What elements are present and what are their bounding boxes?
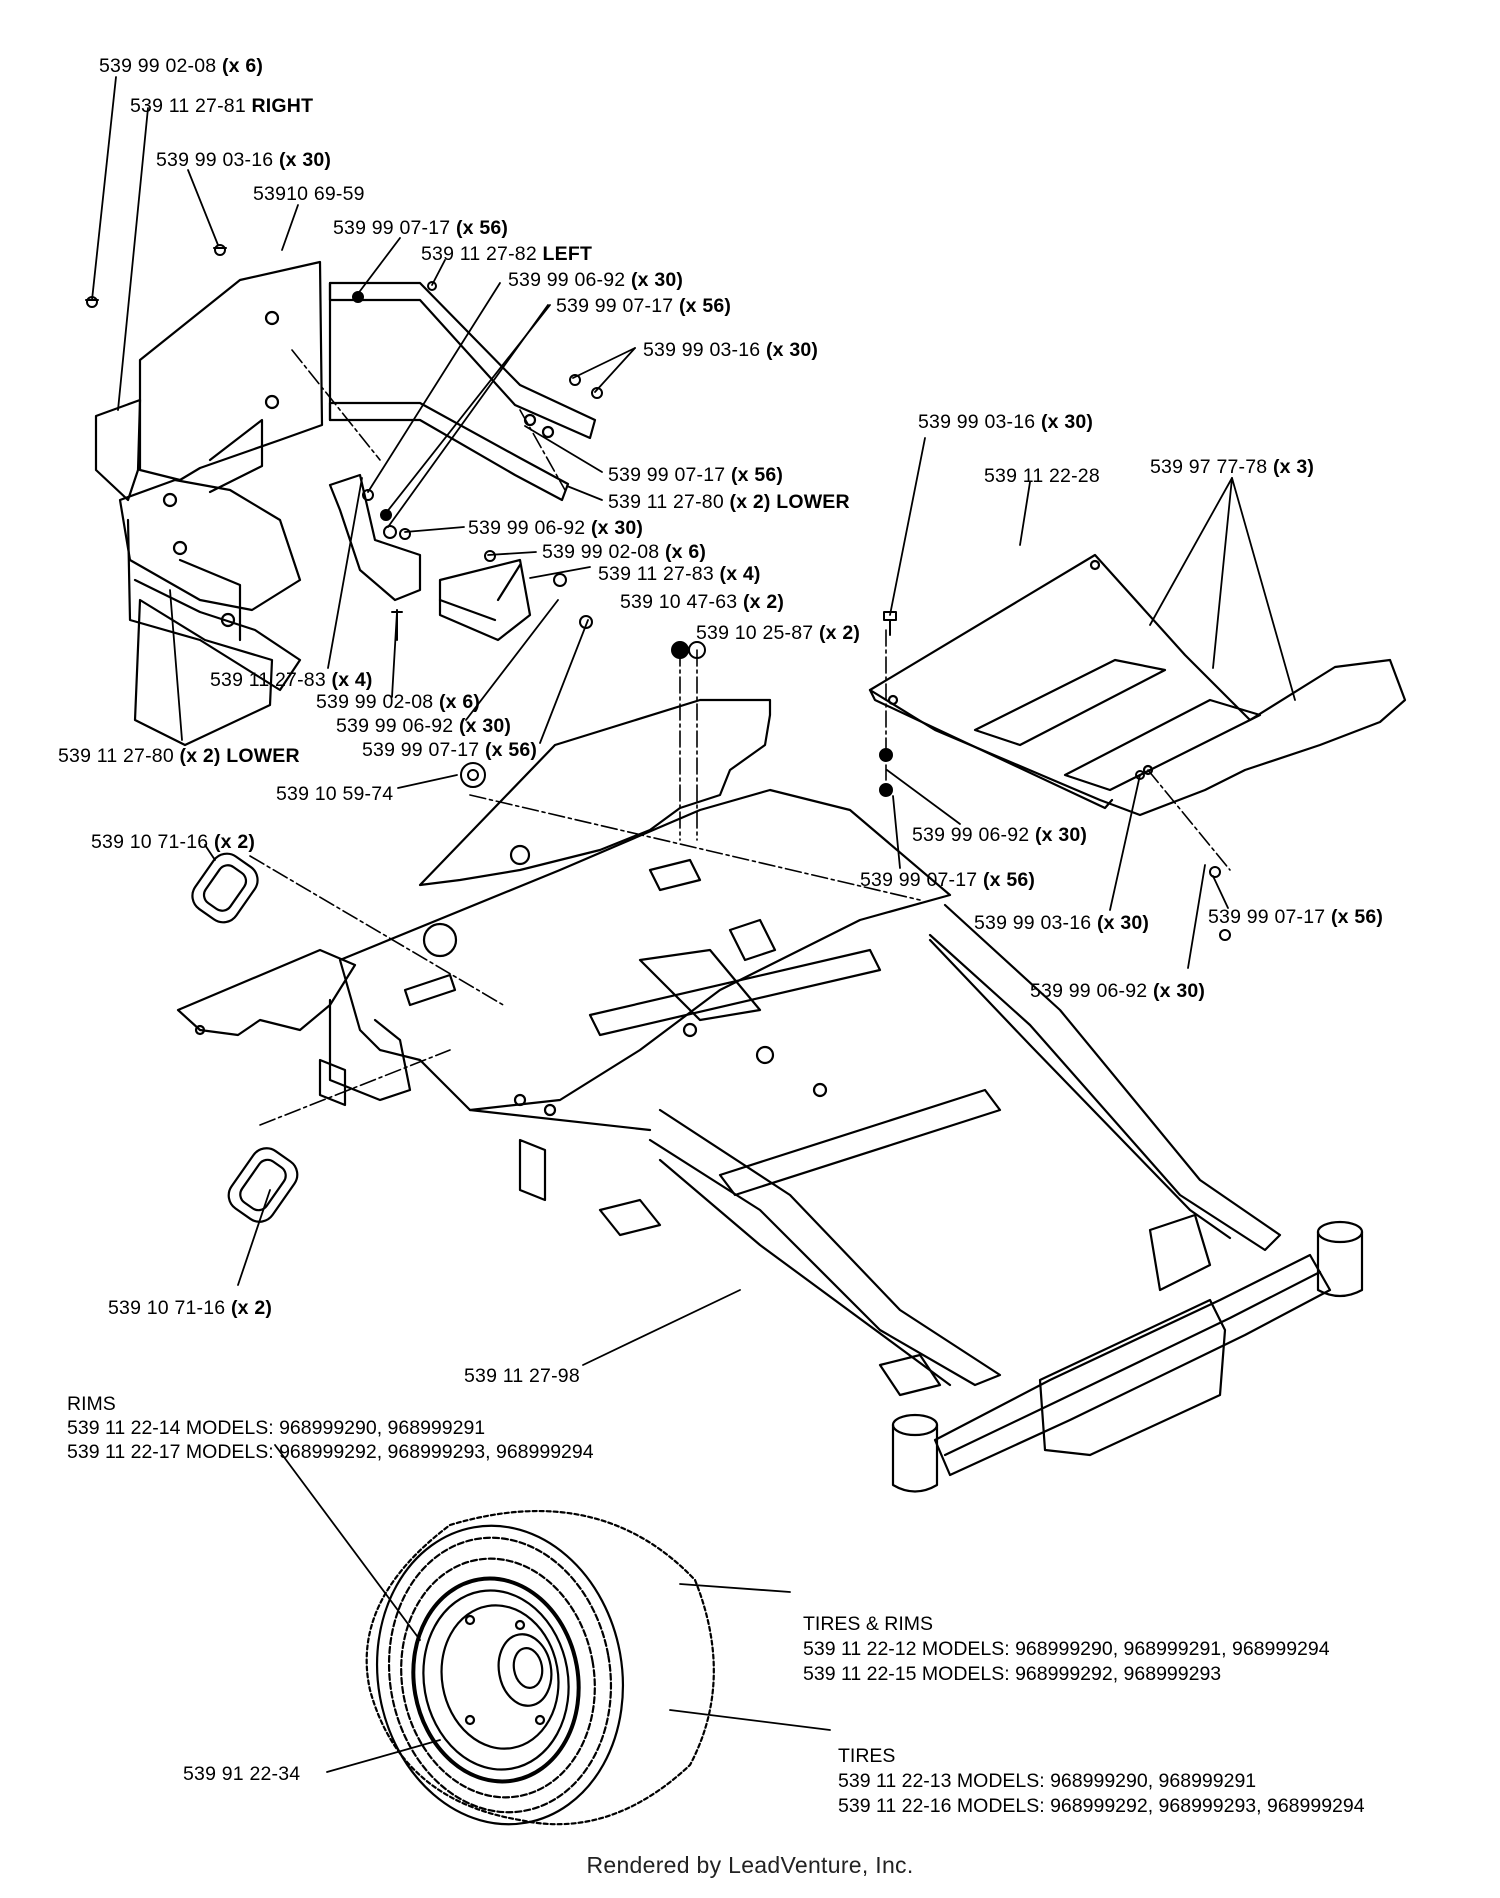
callout-c2: 539 11 27-81 RIGHT — [130, 95, 314, 117]
callout-c32: 539 99 07-17 (x 56) — [1208, 906, 1384, 928]
callout-c23: 539 10 71-16 (x 2) — [91, 831, 256, 853]
callout-c11: 539 11 27-80 (x 2) LOWER — [608, 491, 850, 513]
callout-c26: 539 99 03-16 (x 30) — [918, 411, 1094, 433]
hardware-floor — [879, 611, 1231, 941]
tires-rims-line: 539 11 22-15 MODELS: 968999292, 96899929… — [803, 1663, 1222, 1685]
tires-note: TIRES 539 11 22-13 MODELS: 968999290, 96… — [838, 1742, 1365, 1820]
bracket-right-539-11-27-81 — [94, 260, 324, 747]
tires-heading: TIRES — [838, 1745, 896, 1767]
callout-c3: 539 99 03-16 (x 30) — [156, 149, 332, 171]
callout-c6: 539 11 27-82 LEFT — [421, 243, 593, 265]
rims-heading: RIMS — [67, 1393, 116, 1415]
footer-credit: Rendered by LeadVenture, Inc. — [586, 1852, 914, 1878]
leader-lines — [91, 76, 1296, 1773]
callout-c27: 539 11 22-28 — [984, 465, 1100, 487]
rims-note: RIMS 539 11 22-14 MODELS: 968999290, 968… — [67, 1390, 594, 1466]
callout-c17: 539 11 27-83 (x 4) — [210, 669, 373, 691]
callout-c5: 539 99 07-17 (x 56) — [333, 217, 509, 239]
floor-pan-539-11-22-28 — [868, 553, 1407, 817]
callout-c18: 539 99 02-08 (x 6) — [316, 691, 481, 713]
main-frame-539-11-27-98 — [176, 698, 1364, 1493]
callout-c25: 539 11 27-98 — [464, 1365, 580, 1387]
callout-c22: 539 10 59-74 — [276, 783, 394, 805]
small-brackets-539-11-27-83 — [328, 473, 532, 642]
callout-c29: 539 99 06-92 (x 30) — [912, 824, 1088, 846]
callout-c33: 539 99 06-92 (x 30) — [1030, 980, 1206, 1002]
callout-c28: 539 97 77-78 (x 3) — [1150, 456, 1315, 478]
callout-c9: 539 99 03-16 (x 30) — [643, 339, 819, 361]
rims-line: 539 11 22-17 MODELS: 968999292, 96899929… — [67, 1441, 594, 1463]
callout-c1: 539 99 02-08 (x 6) — [99, 55, 264, 77]
callout-c14: 539 11 27-83 (x 4) — [598, 563, 761, 585]
tires-rims-line: 539 11 22-12 MODELS: 968999290, 96899929… — [803, 1638, 1330, 1660]
bumpers-539-10-47-63 — [671, 641, 706, 659]
wheel-assembly — [365, 1509, 715, 1826]
tires-rims-heading: TIRES & RIMS — [803, 1613, 934, 1635]
callout-c34: 539 91 22-34 — [183, 1763, 301, 1785]
callout-c15: 539 10 47-63 (x 2) — [620, 591, 785, 613]
callout-c30: 539 99 07-17 (x 56) — [860, 869, 1036, 891]
callout-c12: 539 99 06-92 (x 30) — [468, 517, 644, 539]
callout-c13: 539 99 02-08 (x 6) — [542, 541, 707, 563]
callout-c20: 539 99 07-17 (x 56) — [362, 739, 538, 761]
grommet-upper — [191, 852, 259, 924]
callout-c19: 539 99 06-92 (x 30) — [336, 715, 512, 737]
callout-c16: 539 10 25-87 (x 2) — [696, 622, 861, 644]
callout-c21: 539 11 27-80 (x 2) LOWER — [58, 745, 300, 767]
callout-c31: 539 99 03-16 (x 30) — [974, 912, 1150, 934]
grommet-lower — [227, 1147, 299, 1223]
rims-line: 539 11 22-14 MODELS: 968999290, 96899929… — [67, 1417, 486, 1439]
callout-c8: 539 99 07-17 (x 56) — [556, 295, 732, 317]
callout-c24: 539 10 71-16 (x 2) — [108, 1297, 273, 1319]
hardware-upper — [85, 244, 603, 641]
callout-c10: 539 99 07-17 (x 56) — [608, 464, 784, 486]
tires-line: 539 11 22-16 MODELS: 968999292, 96899929… — [838, 1795, 1365, 1817]
callout-c4: 53910 69-59 — [253, 183, 365, 205]
pivot-539-10-59-74 — [460, 762, 486, 788]
tires-line: 539 11 22-13 MODELS: 968999290, 96899929… — [838, 1770, 1257, 1792]
assembly-lines — [249, 349, 1231, 1126]
tires-rims-note: TIRES & RIMS 539 11 22-12 MODELS: 968999… — [803, 1610, 1330, 1688]
callout-c7: 539 99 06-92 (x 30) — [508, 269, 684, 291]
